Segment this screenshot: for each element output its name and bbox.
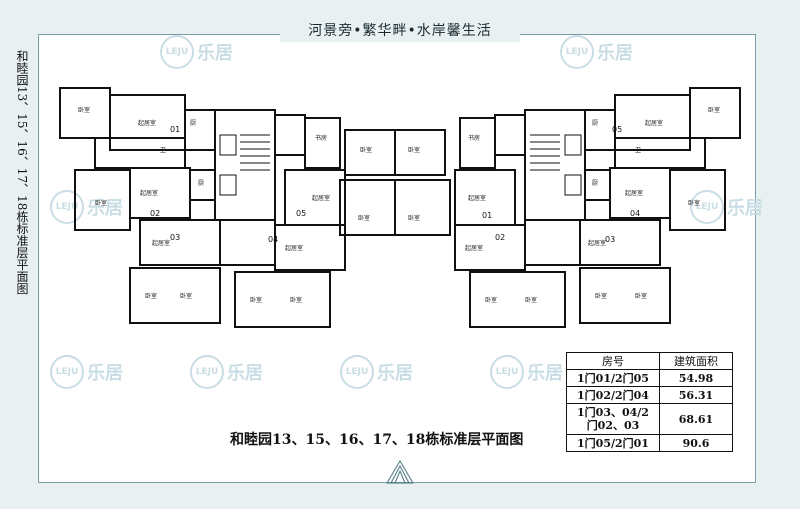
room-label: 卧室 <box>408 214 420 222</box>
room-label: 厨 <box>198 180 204 187</box>
room-label: 卧室 <box>635 292 647 300</box>
unit-number: 01 <box>170 125 180 134</box>
area-table: 房号 建筑面积 1门01/2门05 54.98 1门02/2门04 56.31 … <box>566 352 733 452</box>
room-label: 卫 <box>635 147 641 154</box>
room-label: 卧室 <box>250 296 262 304</box>
room-label: 卧室 <box>358 214 370 222</box>
unit-number: 02 <box>150 209 160 218</box>
room-cell: 1门01/2门05 <box>566 369 660 387</box>
room-label: 卧室 <box>360 146 372 154</box>
side-label: 和睦园13、15、16、17、18栋标准层平面图 <box>15 50 29 295</box>
floor-plan: 卧室 起居室 卧室 起居室 起居室 书房 卧室 卧室 卧室 卧室 起居室 起居室… <box>59 87 741 328</box>
area-cell: 56.31 <box>659 386 733 404</box>
room-label: 书房 <box>315 134 327 142</box>
room-label: 书房 <box>468 134 480 142</box>
room-label: 起居室 <box>152 239 170 247</box>
room-label: 卧室 <box>180 292 192 300</box>
unit-number: 05 <box>296 209 306 218</box>
room-label: 厨 <box>592 120 598 127</box>
unit-number: 03 <box>605 235 615 244</box>
table-row: 1门05/2门01 90.6 <box>566 434 733 452</box>
room-label: 卧室 <box>78 106 90 114</box>
room-cell: 1门02/2门04 <box>566 386 660 404</box>
column-header-room: 房号 <box>566 352 660 370</box>
column-header-area: 建筑面积 <box>659 352 733 370</box>
room-label: 起居室 <box>140 189 158 197</box>
area-cell: 54.98 <box>659 369 733 387</box>
area-cell: 90.6 <box>659 434 733 452</box>
room-label: 厨 <box>190 120 196 127</box>
room-label: 卧室 <box>688 199 700 207</box>
area-cell: 68.61 <box>659 403 733 435</box>
unit-number: 04 <box>630 209 640 218</box>
room-cell: 1门03、04/2门02、03 <box>566 403 660 435</box>
table-row: 1门01/2门05 54.98 <box>566 369 733 387</box>
room-label: 卫 <box>160 147 166 154</box>
plan-caption: 和睦园13、15、16、17、18栋标准层平面图 <box>230 432 524 448</box>
unit-number: 04 <box>268 235 278 244</box>
room-label: 卧室 <box>525 296 537 304</box>
room-label: 起居室 <box>285 244 303 252</box>
room-label: 起居室 <box>312 194 330 202</box>
page-title: 河景旁•繁华畔•水岸馨生活 <box>280 20 520 42</box>
room-label: 卧室 <box>595 292 607 300</box>
room-cell: 1门05/2门01 <box>566 434 660 452</box>
room-label: 卧室 <box>408 146 420 154</box>
room-label: 卧室 <box>145 292 157 300</box>
room-label: 卧室 <box>95 199 107 207</box>
room-label: 起居室 <box>138 119 156 127</box>
room-label: 起居室 <box>625 189 643 197</box>
table-header-row: 房号 建筑面积 <box>566 352 733 370</box>
unit-number: 01 <box>482 211 492 220</box>
room-label: 起居室 <box>465 244 483 252</box>
unit-number: 02 <box>495 233 505 242</box>
room-label: 厨 <box>592 180 598 187</box>
diamond-ornament-icon <box>386 460 414 484</box>
room-label: 卧室 <box>708 106 720 114</box>
room-label: 起居室 <box>645 119 663 127</box>
unit-number: 05 <box>612 125 622 134</box>
table-row: 1门02/2门04 56.31 <box>566 386 733 404</box>
room-label: 卧室 <box>485 296 497 304</box>
table-row: 1门03、04/2门02、03 68.61 <box>566 403 733 435</box>
unit-number: 03 <box>170 233 180 242</box>
room-label: 起居室 <box>588 239 606 247</box>
room-label: 卧室 <box>290 296 302 304</box>
room-label: 起居室 <box>468 194 486 202</box>
